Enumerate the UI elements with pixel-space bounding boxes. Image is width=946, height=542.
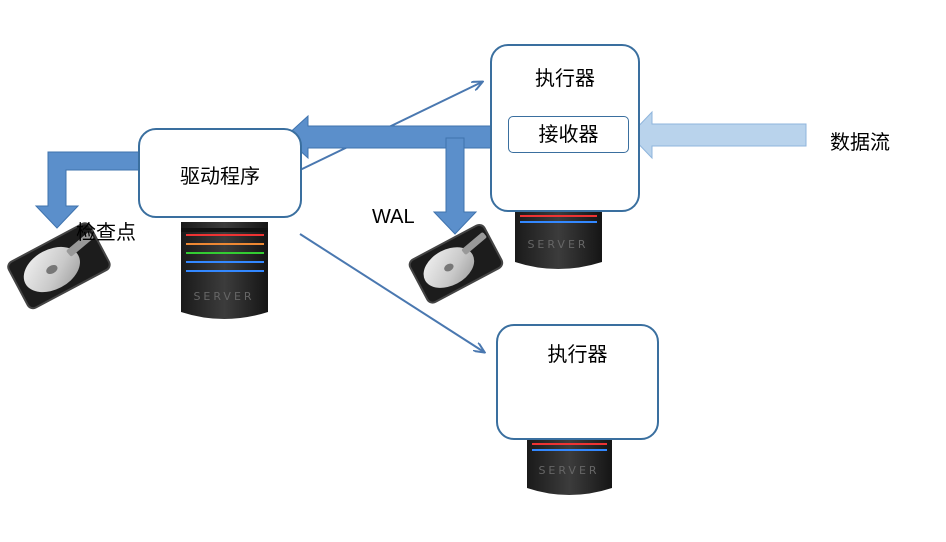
checkpoint-arrow — [34, 151, 143, 229]
checkpoint-disk-icon — [7, 222, 111, 310]
checkpoint-label: 检查点 — [76, 220, 136, 244]
server-label: SERVER — [538, 464, 599, 477]
wal-arrow — [432, 137, 478, 235]
server-label: SERVER — [193, 290, 254, 303]
datastream-label: 数据流 — [830, 130, 890, 154]
driver-to-executor-bottom-arrow — [299, 233, 484, 352]
executor-top-label: 执行器 — [535, 66, 595, 90]
wal-disk-icon — [408, 223, 504, 304]
executor-top-server: SERVER — [515, 206, 602, 269]
datastream-arrow — [629, 110, 807, 160]
driver-server: SERVER — [181, 222, 268, 319]
receiver-node: 接收器 — [508, 116, 629, 153]
receiver-label: 接收器 — [538, 122, 599, 146]
executor-bottom-server: SERVER — [527, 436, 612, 495]
driver-node: 驱动程序 — [138, 128, 302, 218]
server-label: SERVER — [527, 238, 588, 251]
executor-bottom-node: 执行器 — [496, 324, 659, 440]
executor-bottom-label: 执行器 — [547, 342, 608, 366]
driver-label: 驱动程序 — [180, 164, 260, 188]
wal-label: WAL — [372, 206, 415, 228]
